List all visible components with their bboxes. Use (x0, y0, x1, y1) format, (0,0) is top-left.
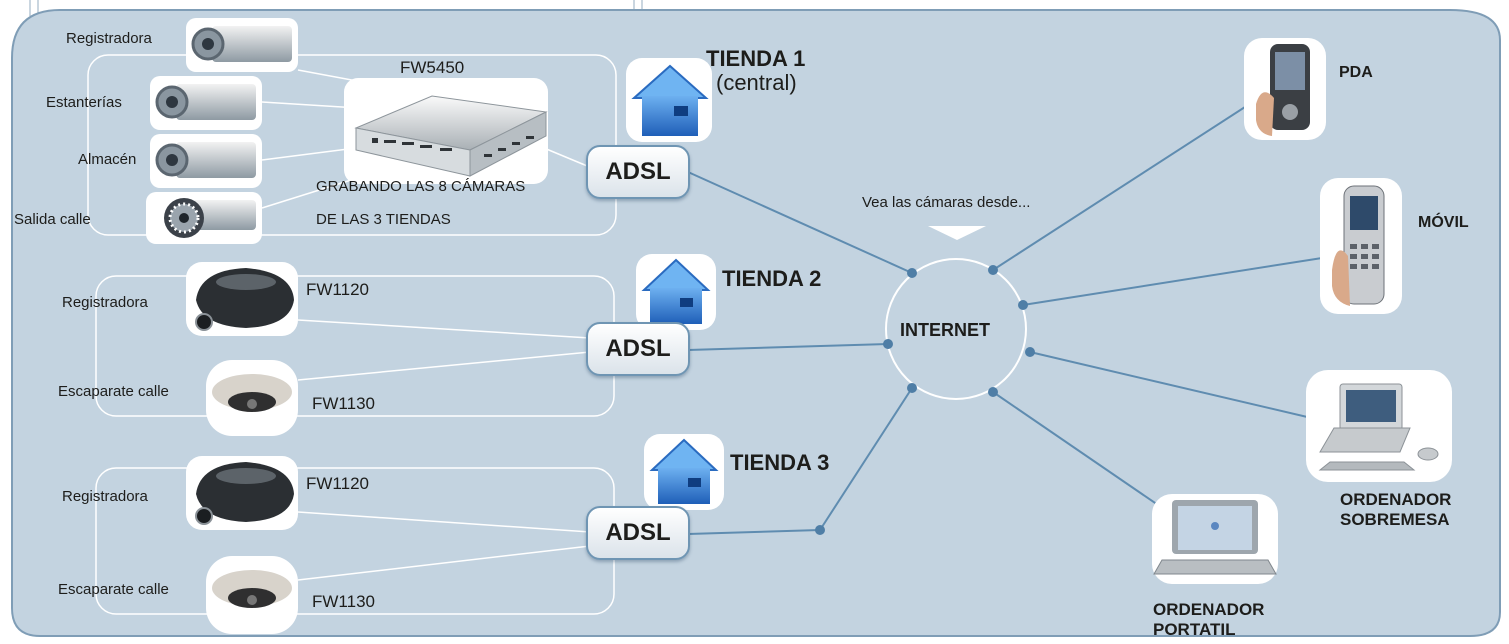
tienda2-title: TIENDA 2 (722, 266, 822, 291)
tienda3-house-icon (644, 434, 724, 510)
recording-caption-line1: GRABANDO LAS 8 CÁMARAS (316, 178, 526, 195)
tienda2-house-icon (636, 254, 716, 330)
device-label-laptop-line1: ORDENADOR (1153, 600, 1265, 619)
tienda2-adsl-box: ADSL (586, 322, 690, 376)
caption-pointer-icon (928, 226, 986, 240)
device-label-desktop-line2: SOBREMESA (1340, 510, 1450, 529)
tienda3-cam1-model: FW1120 (306, 474, 369, 493)
link-nodes (815, 265, 1035, 535)
internet-links (687, 95, 1323, 535)
camera-label-registradora: Registradora (66, 30, 152, 47)
desktop-computer-icon (1306, 370, 1452, 482)
recorder-fw5450-icon (344, 78, 548, 184)
device-label-pda: PDA (1339, 64, 1373, 81)
camera-registradora-icon (186, 18, 298, 72)
recorder-model-label: FW5450 (400, 58, 465, 77)
device-label-laptop-line2: PORTATIL (1153, 620, 1236, 639)
camera-fw1130-tienda2-icon (206, 360, 298, 436)
pda-icon (1244, 38, 1326, 140)
movil-icon (1320, 178, 1402, 314)
internet-circle (885, 258, 1027, 400)
camera-fw1120-tienda2-icon (186, 262, 298, 336)
camera-estanterias-icon (150, 76, 262, 130)
camera-links (261, 69, 593, 581)
device-label-movil: MÓVIL (1418, 214, 1469, 231)
tienda3-cam1-label: Registradora (62, 488, 148, 505)
recording-caption-line2: DE LAS 3 TIENDAS (316, 211, 451, 228)
tienda3-adsl-box: ADSL (586, 506, 690, 560)
tienda1-subtitle: (central) (716, 70, 797, 95)
tienda3-cam2-label: Escaparate calle (58, 581, 169, 598)
internet-caption: Vea las cámaras desde... (862, 194, 1031, 211)
laptop-icon (1152, 494, 1278, 584)
camera-label-almacen: Almacén (78, 151, 137, 168)
camera-fw1130-tienda3-icon (206, 556, 298, 634)
tienda3-cam2-model: FW1130 (312, 592, 375, 611)
internet-label: INTERNET (900, 320, 990, 340)
camera-label-estanterias: Estanterías (46, 94, 122, 111)
camera-salida-calle-icon (146, 192, 262, 244)
tienda1-title: TIENDA 1 (706, 46, 806, 71)
tienda3-title: TIENDA 3 (730, 450, 830, 475)
tienda2-cam2-model: FW1130 (312, 394, 375, 413)
tienda2-cam2-label: Escaparate calle (58, 383, 169, 400)
tienda1-house-icon (626, 58, 712, 142)
device-label-desktop-line1: ORDENADOR (1340, 490, 1452, 509)
tienda1-adsl-box: ADSL (586, 145, 690, 199)
camera-almacen-icon (150, 134, 262, 188)
tienda2-cam1-label: Registradora (62, 294, 148, 311)
camera-label-salida-calle: Salida calle (14, 211, 91, 228)
tienda2-cam1-model: FW1120 (306, 280, 369, 299)
camera-fw1120-tienda3-icon (186, 456, 298, 530)
